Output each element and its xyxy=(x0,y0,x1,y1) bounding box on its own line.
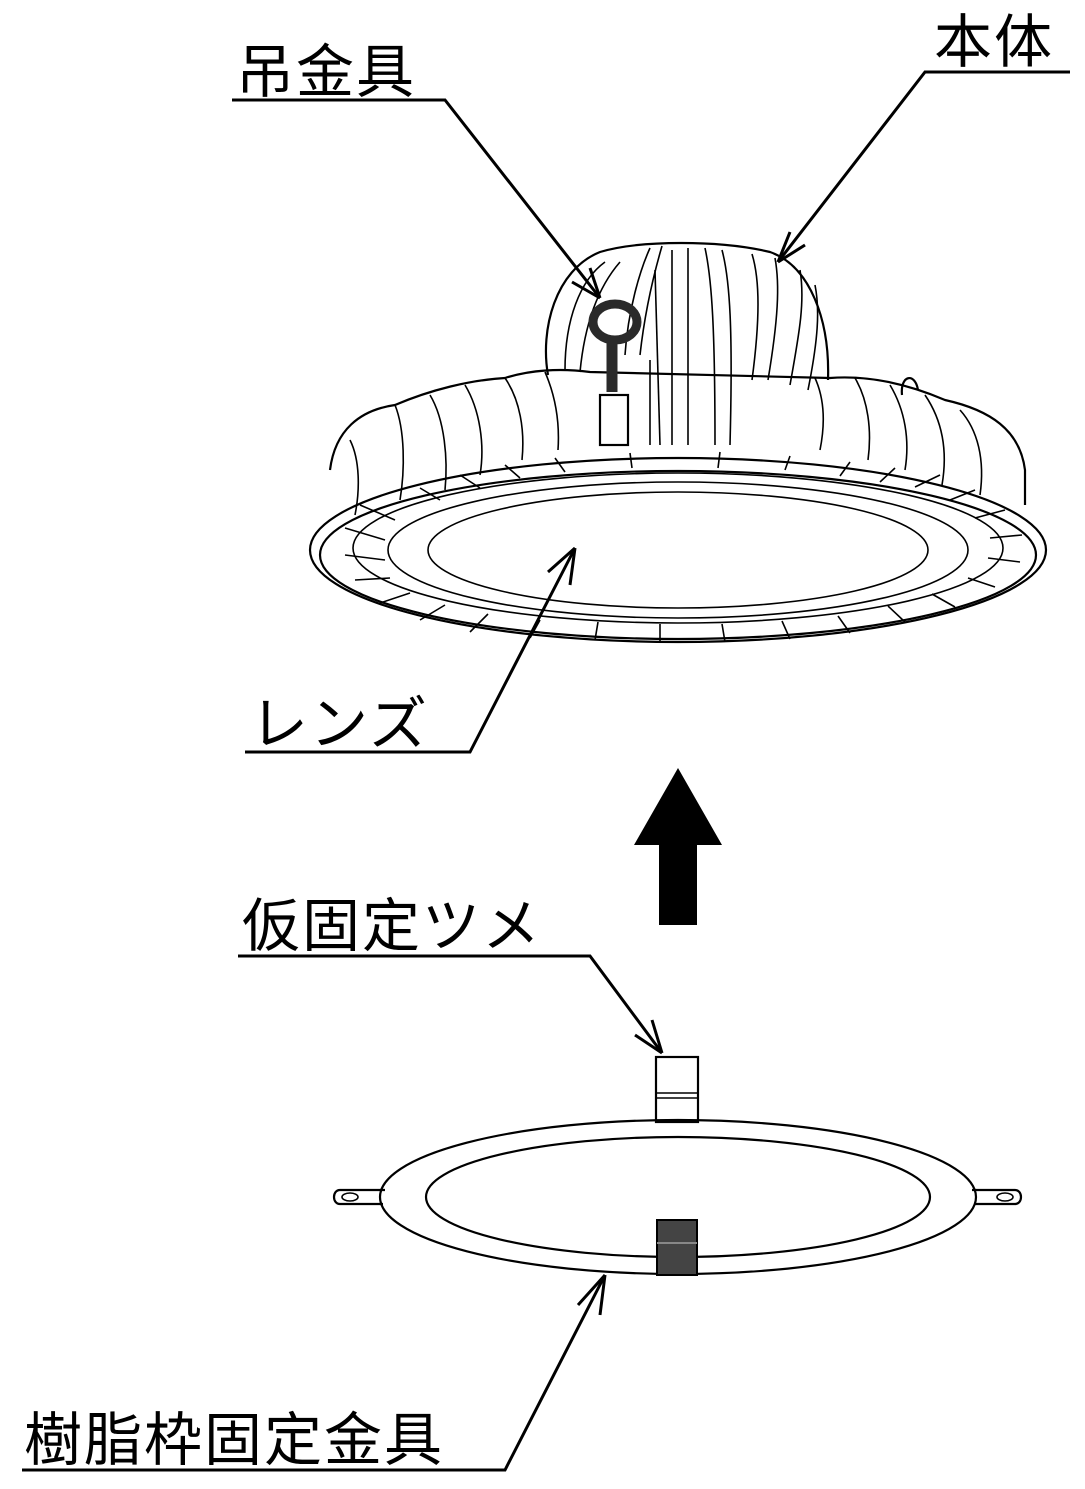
label-temp-claw: 仮固定ツメ xyxy=(242,892,542,960)
lens-disc xyxy=(427,491,929,609)
label-lens: レンズ xyxy=(250,690,429,758)
leader-temp-claw xyxy=(238,954,664,1054)
up-arrow-icon xyxy=(634,768,722,925)
lower-claw xyxy=(656,1219,698,1276)
label-resin-frame-bracket: 樹脂枠固定金具 xyxy=(24,1406,444,1474)
rim-slots xyxy=(344,451,1023,643)
leader-hanger xyxy=(232,98,602,299)
label-hanger: 吊金具 xyxy=(236,38,416,106)
leader-bracket xyxy=(22,1274,607,1472)
leader-lens xyxy=(245,547,577,754)
hanging-hook xyxy=(588,299,642,447)
resin-frame-bracket xyxy=(332,1055,1023,1276)
temp-fixing-claw xyxy=(654,1055,700,1124)
leader-body xyxy=(776,70,1070,263)
fixture-body xyxy=(328,241,1027,516)
fixture-rim xyxy=(308,451,1048,644)
label-body: 本体 xyxy=(934,8,1054,76)
light-fixture xyxy=(308,241,1048,644)
